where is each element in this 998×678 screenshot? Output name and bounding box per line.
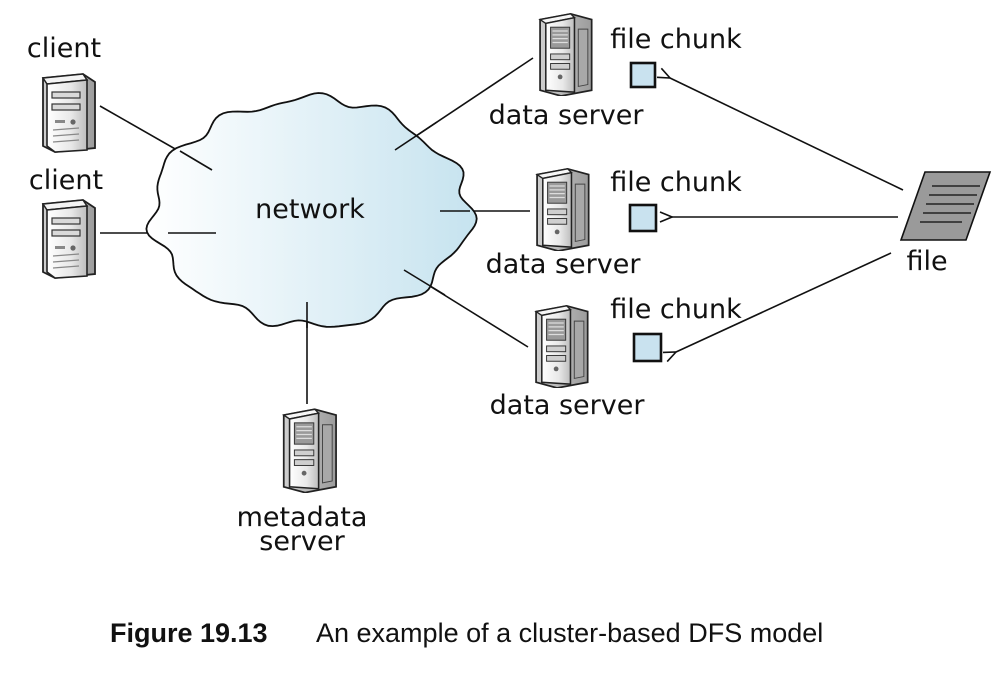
figure-title: An example of a cluster-based DFS model	[316, 618, 823, 648]
figure-caption: Figure 19.13 An example of a cluster-bas…	[110, 618, 823, 648]
metadata-server-node: metadata server	[237, 408, 368, 557]
file-chunk-label: file chunk	[610, 24, 742, 55]
metadata-server-label-line2: server	[259, 526, 345, 557]
data-server-label: data server	[490, 390, 646, 421]
file-label: file	[906, 246, 947, 277]
client-node-2: client	[29, 165, 103, 279]
arrow-file-to-chunk-3	[676, 252, 892, 352]
file-chunk-label: file chunk	[610, 294, 742, 325]
data-server-node-3: data server file chunk	[490, 294, 743, 421]
file-chunk-box	[629, 61, 657, 89]
client-desktop-icon	[42, 199, 96, 279]
file-node: file	[899, 171, 992, 277]
client-node-1: client	[27, 33, 101, 153]
link-client1-network-inner	[179, 150, 213, 171]
data-server-label: data server	[489, 100, 645, 131]
data-server-label: data server	[486, 249, 642, 280]
file-chunk-label: file chunk	[610, 167, 742, 198]
network-cloud: network	[145, 92, 478, 328]
server-tower-icon	[539, 12, 593, 96]
file-chunk-box	[628, 203, 658, 233]
server-tower-icon	[535, 304, 589, 388]
figure-number: Figure 19.13	[110, 618, 268, 648]
client-label: client	[27, 33, 101, 64]
client-desktop-icon	[42, 73, 96, 153]
server-tower-icon	[282, 408, 337, 493]
data-server-node-1: data server file chunk	[489, 12, 742, 131]
link-network-server1-inner	[394, 121, 438, 151]
link-network-server3-inner	[403, 269, 446, 296]
file-chunk-box	[632, 332, 663, 363]
arrow-file-to-chunk-1	[670, 78, 904, 191]
file-document-icon	[899, 171, 992, 241]
metadata-server-label-line1: metadata	[237, 502, 368, 533]
data-server-node-2: data server file chunk	[486, 167, 743, 280]
network-label: network	[255, 194, 365, 225]
client-label: client	[29, 165, 103, 196]
server-tower-icon	[536, 167, 590, 251]
